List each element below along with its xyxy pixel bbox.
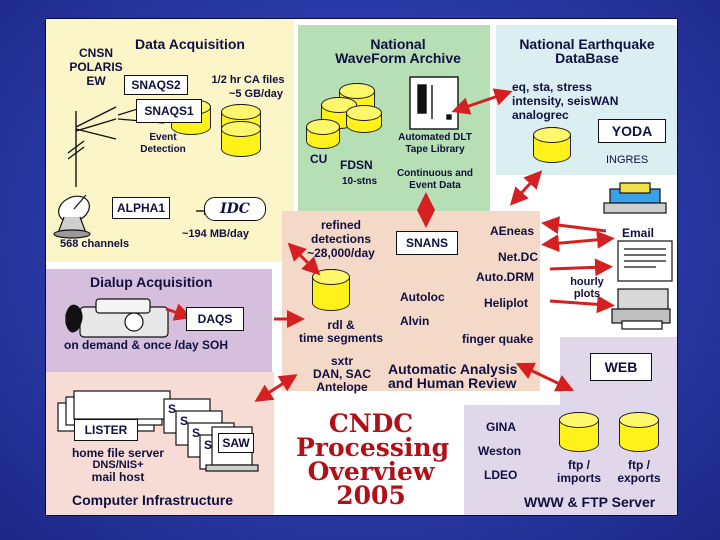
dlt-label-1: Automated DLT [398, 132, 472, 143]
heliplot-label: Heliplot [484, 296, 528, 310]
home-server-label-2: DNS/NIS+ [92, 459, 144, 471]
workstation-s-4: S [204, 438, 213, 452]
dialup-title: Dialup Acquisition [90, 274, 213, 290]
sxtr-label-2: DAN, SAC [312, 367, 371, 381]
data-acquisition-title: Data Acquisition [135, 36, 245, 52]
nedb-desc-1: eq, sta, stress [512, 80, 593, 94]
ca-files-label: 1/2 hr CA files [211, 74, 285, 86]
ftp-imports-label-1: ftp / [568, 458, 590, 472]
email-terminal-icon [617, 240, 673, 282]
snaqs2-box: SNAQS2 [124, 75, 188, 95]
rdl-label-1: rdl & [327, 318, 355, 332]
stns-label: 10-stns [342, 176, 378, 187]
ftp-exports-label-2: exports [617, 471, 661, 485]
home-server-label-3: mail host [91, 470, 145, 484]
finger-quake-label: finger quake [462, 332, 534, 346]
aeneas-label: AEneas [490, 224, 535, 238]
telephone-icon [65, 298, 169, 338]
cnsn-label-2: POLARIS [69, 60, 123, 74]
home-server-label-1: home file server [71, 446, 165, 460]
ca-rate-label: ~5 GB/day [228, 88, 284, 100]
nedb-title-1: National Earthquake [519, 36, 655, 52]
cnsn-label-1: CNSN [78, 46, 113, 60]
yoda-box: YODA [598, 119, 666, 143]
refined-label-1: refined [320, 218, 361, 232]
cu-label: CU [310, 152, 328, 166]
hourly-plots-label-2: plots [573, 288, 601, 300]
data-flow-arrows [165, 88, 615, 402]
ldeo-label: LDEO [484, 468, 518, 482]
nedb-desc-2: intensity, seisWAN [512, 94, 619, 108]
archive-disk-4 [305, 118, 341, 149]
weston-label: Weston [478, 444, 522, 458]
diagram-panel: Data Acquisition CNSN POLARIS EW SNAQS2 … [45, 18, 678, 516]
fdsn-label: FDSN [340, 158, 373, 172]
tape-library-icon [409, 76, 459, 130]
alvin-label: Alvin [400, 314, 430, 328]
sxtr-label-1: sxtr [330, 354, 353, 368]
continuous-label-1: Continuous and [396, 168, 474, 179]
event-detection-label-2: Detection [140, 144, 186, 155]
snaqs-disk-3 [220, 120, 262, 157]
idc-box: IDC [204, 197, 266, 221]
archive-disk-3 [345, 104, 383, 133]
nedb-desc-3: analogrec [512, 108, 569, 122]
dialup-desc: on demand & once /day SOH [64, 338, 229, 352]
archive-title-2: WaveForm Archive [335, 50, 461, 66]
automatic-analysis-label-1: Automatic Analysis [388, 361, 518, 377]
hourly-plots-label-1: hourly [570, 276, 604, 288]
center-disk [311, 268, 351, 311]
autoloc-label: Autoloc [400, 290, 445, 304]
continuous-label-2: Event Data [409, 180, 461, 191]
radio-tower-icon [67, 106, 117, 187]
ftp-exports-label-1: ftp / [628, 458, 650, 472]
idc-rate-label: ~194 MB/day [182, 228, 249, 240]
lister-box: LISTER [74, 419, 138, 441]
rdl-label-2: time segments [298, 331, 384, 345]
workstation-s-1: S [168, 402, 177, 416]
saw-box: SAW [218, 433, 254, 453]
channels-label: 568 channels [60, 238, 130, 250]
ftp-exports-disk [618, 411, 660, 452]
web-server-title: WWW & FTP Server [524, 494, 656, 510]
ftp-imports-disk [558, 411, 600, 452]
snans-box: SNANS [396, 231, 458, 255]
ingres-label: INGRES [606, 154, 649, 166]
cnsn-label-3: EW [86, 74, 106, 88]
gina-label: GINA [486, 420, 516, 434]
main-title-line-3: Overview [307, 457, 435, 486]
snaqs1-box: SNAQS1 [136, 99, 202, 123]
sxtr-label-3: Antelope [316, 380, 368, 394]
refined-label-3: ~28,000/day [307, 246, 375, 260]
autodrm-label: Auto.DRM [476, 270, 534, 284]
nedb-disk [532, 126, 572, 163]
main-title-line-1: CNDC [328, 409, 414, 438]
main-title-line-4: 2005 [336, 481, 406, 510]
main-title-line-2: Processing [296, 433, 450, 462]
alpha1-box: ALPHA1 [112, 197, 170, 219]
dlt-label-2: Tape Library [405, 144, 465, 155]
email-label: Email [622, 226, 655, 240]
workstation-s-3: S [192, 426, 201, 440]
nedb-title-2: DataBase [555, 50, 619, 66]
region-earthquake-database [496, 25, 677, 175]
ftp-imports-label-2: imports [556, 471, 601, 485]
event-detection-label-1: Event [149, 132, 177, 143]
netdc-label: Net.DC [498, 250, 539, 264]
automatic-analysis-label-2: and Human Review [388, 375, 517, 391]
daqs-box: DAQS [186, 307, 244, 331]
fax-machine-icon [603, 182, 667, 214]
satellite-dish-icon [53, 194, 91, 239]
refined-label-2: detections [310, 232, 371, 246]
archive-title-1: National [370, 36, 426, 52]
infra-title: Computer Infrastructure [72, 492, 234, 508]
web-box: WEB [590, 353, 652, 381]
workstation-s-2: S [180, 414, 189, 428]
printer-icon [611, 288, 671, 330]
